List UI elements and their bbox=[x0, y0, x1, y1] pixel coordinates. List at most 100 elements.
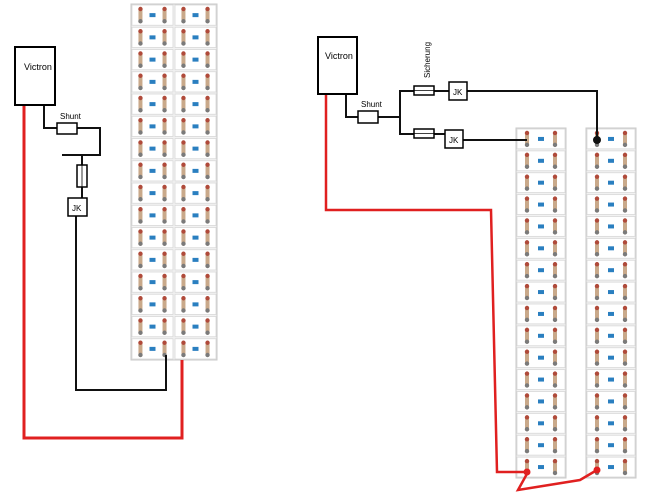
terminal-bolt bbox=[205, 152, 210, 157]
terminal-bolt bbox=[552, 361, 558, 366]
busbar bbox=[205, 340, 210, 357]
terminal-bolt bbox=[181, 140, 186, 145]
terminal-bolt bbox=[552, 349, 558, 354]
busbar bbox=[138, 207, 143, 224]
terminal-bolt bbox=[162, 241, 167, 246]
cell-terminal-marker bbox=[149, 13, 156, 18]
terminal-bolt bbox=[162, 330, 167, 335]
terminal-bolt bbox=[162, 296, 167, 301]
busbar bbox=[553, 415, 557, 432]
terminal-bolt bbox=[205, 130, 210, 135]
terminal-bolt bbox=[552, 371, 558, 376]
terminal-bolt bbox=[594, 317, 600, 323]
terminal-bolt bbox=[181, 340, 186, 345]
busbar bbox=[162, 318, 167, 335]
terminal-bolt bbox=[622, 448, 628, 454]
cell-terminal-marker bbox=[149, 213, 156, 218]
cell-terminal-marker bbox=[608, 399, 614, 404]
terminal-bolt bbox=[205, 352, 210, 358]
busbar bbox=[162, 340, 167, 357]
right-upper-bms-box bbox=[448, 81, 468, 101]
busbar bbox=[162, 251, 167, 268]
terminal-bolt bbox=[552, 295, 558, 301]
busbar bbox=[205, 118, 210, 135]
busbar bbox=[181, 274, 186, 291]
cell-terminal-marker bbox=[608, 158, 614, 163]
terminal-bolt bbox=[138, 207, 143, 212]
busbar bbox=[162, 229, 167, 246]
terminal-bolt bbox=[138, 41, 143, 46]
left-victron-label: Victron bbox=[24, 62, 52, 72]
terminal-bolt bbox=[162, 85, 167, 91]
terminal-bolt bbox=[594, 349, 600, 354]
busbar bbox=[595, 371, 599, 388]
terminal-bolt bbox=[622, 230, 628, 235]
cell-terminal-marker bbox=[192, 168, 199, 173]
terminal-bolt bbox=[138, 95, 143, 101]
terminal-bolt bbox=[181, 95, 186, 101]
terminal-bolt bbox=[181, 197, 186, 202]
cell-terminal-marker bbox=[192, 257, 199, 262]
cell-terminal-marker bbox=[192, 191, 199, 196]
terminal-bolt bbox=[205, 162, 210, 167]
terminal-bolt bbox=[181, 29, 186, 34]
terminal-bolt bbox=[594, 371, 600, 376]
busbar bbox=[138, 73, 143, 90]
cell-terminal-marker bbox=[608, 443, 614, 448]
cell-terminal-marker bbox=[192, 102, 199, 107]
terminal-bolt bbox=[162, 95, 167, 101]
busbar bbox=[205, 207, 210, 224]
terminal-bolt bbox=[162, 51, 167, 56]
terminal-bolt bbox=[552, 252, 558, 257]
terminal-bolt bbox=[205, 73, 210, 78]
busbar bbox=[138, 140, 143, 157]
terminal-bolt bbox=[205, 263, 210, 269]
busbar bbox=[181, 51, 186, 68]
busbar bbox=[138, 51, 143, 68]
terminal-bolt bbox=[594, 230, 600, 235]
terminal-bolt bbox=[138, 286, 143, 291]
cell-terminal-marker bbox=[608, 246, 614, 251]
right-fuse-label: Sicherung bbox=[423, 42, 432, 78]
terminal-bolt bbox=[162, 6, 167, 12]
cell-terminal-marker bbox=[538, 465, 544, 470]
terminal-bolt bbox=[181, 130, 186, 135]
busbar bbox=[553, 284, 557, 300]
busbar bbox=[525, 327, 529, 344]
cell-terminal-marker bbox=[608, 377, 614, 382]
terminal-bolt bbox=[181, 118, 186, 123]
terminal-bolt bbox=[552, 240, 558, 245]
terminal-bolt bbox=[205, 296, 210, 301]
terminal-bolt bbox=[552, 415, 558, 420]
right-victron-label: Victron bbox=[325, 51, 353, 61]
terminal-bolt bbox=[205, 197, 210, 202]
terminal-bolt bbox=[622, 174, 628, 179]
terminal-bolt bbox=[524, 196, 530, 201]
terminal-bolt bbox=[622, 152, 628, 158]
cell-terminal-marker bbox=[608, 333, 614, 338]
terminal-bolt bbox=[524, 448, 530, 454]
cell-terminal-marker bbox=[149, 191, 156, 196]
terminal-bolt bbox=[162, 184, 167, 190]
busbar bbox=[138, 274, 143, 291]
terminal-bolt bbox=[181, 318, 186, 323]
terminal-bolt bbox=[552, 305, 558, 311]
terminal-bolt bbox=[205, 140, 210, 145]
terminal-bolt bbox=[524, 415, 530, 420]
terminal-bolt bbox=[162, 207, 167, 212]
right-pack-b-positive-terminal bbox=[593, 466, 601, 474]
busbar bbox=[138, 251, 143, 268]
terminal-bolt bbox=[552, 393, 558, 398]
terminal-bolt bbox=[552, 186, 558, 191]
terminal-bolt bbox=[138, 273, 143, 279]
terminal-bolt bbox=[181, 273, 186, 279]
busbar bbox=[623, 262, 627, 279]
cell-terminal-marker bbox=[192, 235, 199, 240]
terminal-bolt bbox=[552, 152, 558, 158]
cell-terminal-marker bbox=[192, 146, 199, 151]
busbar bbox=[525, 196, 529, 213]
terminal-bolt bbox=[138, 197, 143, 202]
terminal-bolt bbox=[594, 437, 600, 442]
terminal-bolt bbox=[181, 152, 186, 157]
terminal-bolt bbox=[594, 427, 600, 432]
